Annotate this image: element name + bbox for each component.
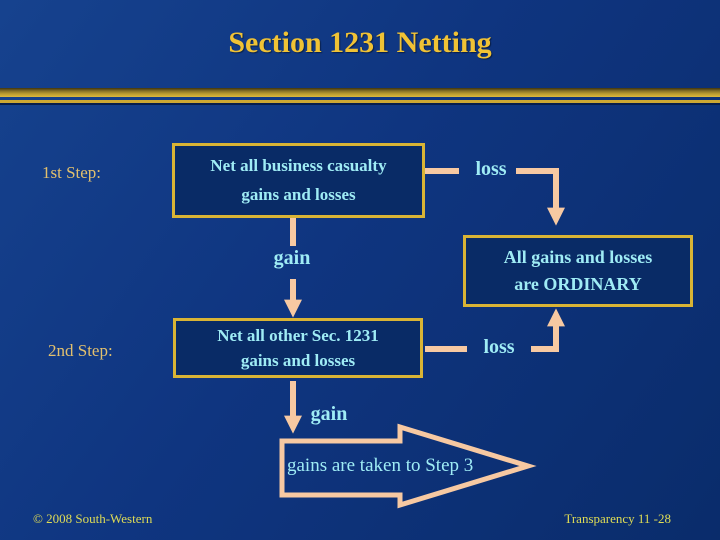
box-text-line: All gains and losses xyxy=(503,247,653,267)
box-text-line: Net all other Sec. 1231 xyxy=(217,325,379,345)
gain-label-2: gain xyxy=(310,403,348,425)
footer-page-number: Transparency 11 -28 xyxy=(564,511,671,526)
step1-netting-box: Net all business casualty gains and loss… xyxy=(172,143,425,218)
loss-label-1: loss xyxy=(475,158,507,180)
step3-arrow-label: gains are taken to Step 3 xyxy=(287,455,474,476)
box-text-line: gains and losses xyxy=(240,351,356,370)
box-text-line: Net all business casualty xyxy=(210,156,387,176)
loss-label-2: loss xyxy=(483,336,515,358)
step2-netting-box: Net all other Sec. 1231 gains and losses xyxy=(173,318,423,378)
gain-label-1: gain xyxy=(273,247,311,269)
separator-line xyxy=(0,100,720,103)
step2-label: 2nd Step: xyxy=(48,341,113,360)
step1-label: 1st Step: xyxy=(42,163,102,182)
loss1-down-arrow xyxy=(516,168,565,226)
ordinary-result-box: All gains and losses are ORDINARY xyxy=(463,235,693,307)
box-text-line: gains and losses xyxy=(241,184,356,204)
slide-title: Section 1231 Netting xyxy=(228,26,492,59)
separator-shadow xyxy=(0,103,720,105)
footer-copyright: © 2008 South-Western xyxy=(33,511,153,526)
separator-band xyxy=(0,88,720,97)
loss2-up-arrow xyxy=(531,308,565,352)
box-text-line: are ORDINARY xyxy=(514,274,642,294)
